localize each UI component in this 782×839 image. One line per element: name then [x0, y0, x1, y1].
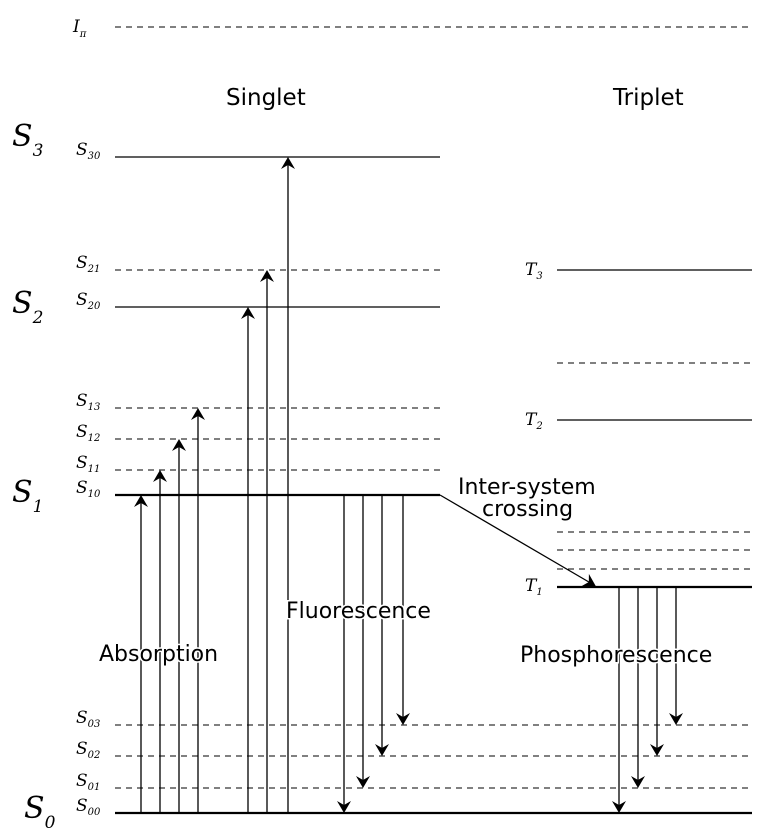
isc-label-line1: Inter-system — [458, 475, 596, 500]
intersystem-crossing-arrow — [439, 494, 596, 587]
absorption-label: Absorption — [99, 642, 218, 667]
ionization-label: Iπ — [72, 17, 87, 40]
level-label-s13: S13 — [76, 391, 100, 413]
singlet-heading: Singlet — [226, 85, 306, 111]
level-label-s21: S21 — [76, 253, 100, 275]
state-label-s3: S3 — [12, 119, 43, 161]
state-label-s0: S0 — [24, 791, 56, 833]
fluorescence-label: Fluorescence — [286, 599, 431, 624]
level-label-t3: T3 — [525, 260, 543, 282]
state-label-s1: S1 — [12, 475, 43, 517]
level-label-s03: S03 — [76, 708, 100, 730]
level-label-s20: S20 — [76, 290, 101, 312]
level-label-s12: S12 — [76, 422, 100, 444]
level-label-s30: S30 — [76, 140, 101, 162]
level-label-t2: T2 — [525, 410, 543, 432]
level-label-s00: S00 — [76, 796, 101, 818]
level-label-t1: T1 — [525, 576, 543, 598]
level-label-s01: S01 — [76, 771, 100, 793]
level-label-s11: S11 — [76, 453, 100, 475]
triplet-heading: Triplet — [612, 85, 684, 111]
level-label-s02: S02 — [76, 739, 100, 761]
level-label-s10: S10 — [76, 478, 101, 500]
isc-label-line2: crossing — [482, 497, 573, 522]
phosphorescence-label: Phosphorescence — [520, 643, 712, 668]
state-label-s2: S2 — [12, 286, 43, 328]
